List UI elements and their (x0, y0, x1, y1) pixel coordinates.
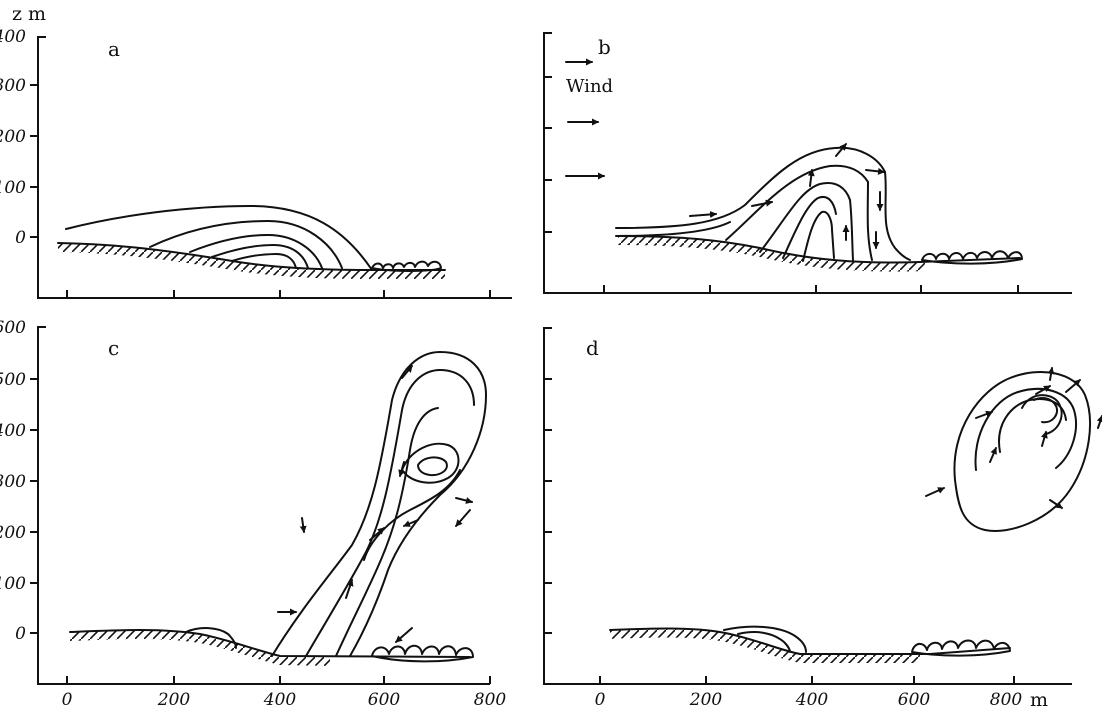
plume-contour (364, 470, 460, 560)
x-tick-label: 600 (898, 690, 931, 710)
y-tick-label: 0 (15, 624, 26, 644)
thermal-contour (783, 197, 836, 258)
x-tick-label: 400 (795, 690, 829, 710)
x-tick-label: 600 (368, 690, 401, 710)
x-tick-label: 800 (474, 690, 507, 710)
y-tick-label: 0 (15, 228, 26, 248)
x-tick-label: 0 (62, 690, 73, 710)
x-axis-unit-label: m (1030, 689, 1048, 711)
ground-hatching (70, 630, 330, 666)
panel-c: 600 500 400 300 200 100 0 0 200 400 600 … (0, 318, 506, 710)
flow-arrow (990, 448, 996, 462)
pebbles (922, 251, 1022, 263)
x-tick-label: 400 (263, 690, 297, 710)
flow-arrow (456, 498, 472, 502)
ground-hatching (618, 236, 925, 271)
y-tick-label: 200 (0, 127, 26, 147)
panel-a-axes (38, 37, 512, 298)
y-tick-label: 100 (0, 574, 26, 594)
x-tick-label: 800 (990, 690, 1023, 710)
panel-b-axes (544, 33, 1072, 293)
flow-arrow (1050, 368, 1052, 380)
ground-hatching (58, 243, 445, 279)
thermal-contour (868, 182, 872, 260)
flow-arrow (1042, 432, 1046, 446)
y-tick-label: 300 (0, 472, 26, 492)
panel-label: d (586, 336, 599, 360)
flow-arrow (456, 510, 470, 526)
vortex-core (1034, 398, 1057, 422)
panel-b: b Wind (544, 33, 1072, 293)
panel-a: 400 300 200 100 0 a (0, 27, 512, 298)
x-tick-label: 200 (157, 690, 191, 710)
thermal-contour (803, 212, 834, 261)
panel-d: 0 200 400 600 800 d (544, 328, 1102, 710)
flow-arrow (836, 144, 846, 156)
y-tick-label: 100 (0, 178, 26, 198)
pebbles (372, 646, 473, 662)
plume-outline (272, 352, 486, 656)
thermal-contour (616, 222, 730, 236)
y-axis-unit-label: z m (12, 3, 46, 25)
y-tick-label: 400 (0, 27, 26, 47)
pebbles (912, 641, 1010, 656)
flow-arrow (302, 518, 304, 532)
flow-arrow (926, 488, 944, 496)
panel-label: a (108, 37, 120, 61)
x-tick-label: 200 (689, 690, 723, 710)
flow-arrow (690, 214, 716, 216)
panel-label: b (598, 35, 611, 59)
flow-arrow (396, 628, 412, 642)
thermal-contour (850, 200, 853, 260)
y-tick-label: 400 (0, 421, 26, 441)
flow-arrow (1098, 416, 1102, 428)
thermal-contour (885, 172, 910, 260)
x-tick-label: 0 (595, 690, 606, 710)
panel-label: c (108, 336, 119, 360)
y-tick-label: 300 (0, 76, 26, 96)
y-tick-label: 600 (0, 318, 26, 338)
flow-arrow (866, 170, 884, 172)
wind-label: Wind (566, 76, 613, 97)
plume-contour (336, 408, 438, 656)
vortex-core (418, 457, 447, 475)
thermal-contour (760, 183, 850, 252)
y-tick-label: 500 (0, 370, 26, 390)
y-tick-label: 200 (0, 523, 26, 543)
